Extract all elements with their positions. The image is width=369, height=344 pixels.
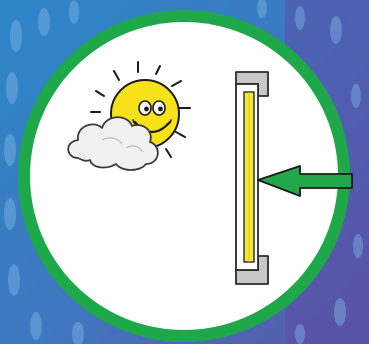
left-arrow-icon [257, 165, 353, 197]
window-cross-section-icon [235, 71, 269, 285]
background-dots [4, 0, 363, 344]
circle-panel [30, 22, 338, 330]
cloud-icon [67, 116, 159, 171]
